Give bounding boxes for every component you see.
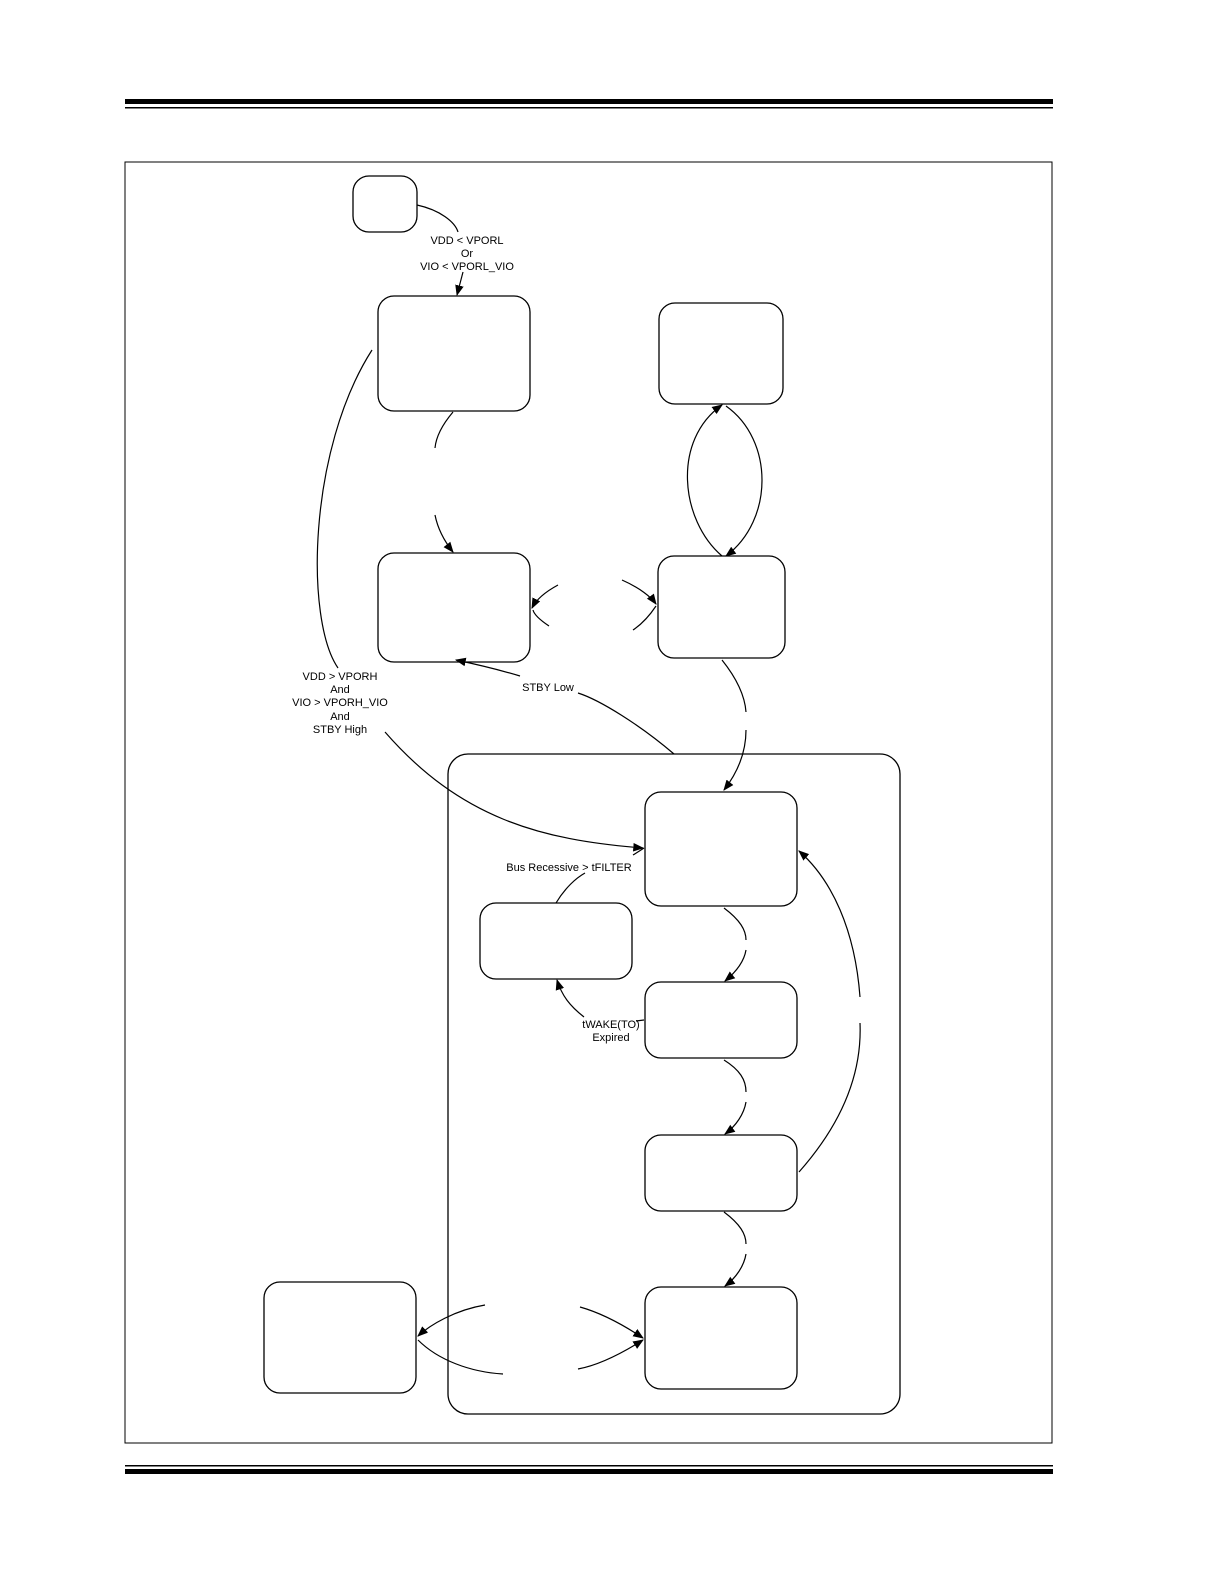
label-por-entry-1: VDD < VPORL (430, 235, 503, 247)
edge-box3-to-box4-tail (632, 605, 657, 631)
edge-into-box9-top (579, 1306, 644, 1339)
edge-start-to-box1-a (416, 204, 459, 233)
state-box-6 (479, 902, 633, 980)
start-state (352, 175, 418, 233)
state-box-8 (644, 1134, 798, 1212)
edge-stby-low-b (454, 657, 521, 677)
header-rule-thick (125, 99, 1053, 104)
edge-box8-to-box5-b (798, 850, 861, 998)
label-por-entry-2: Or (461, 248, 474, 260)
state-box-3 (377, 552, 531, 663)
edge-box4-to-box5-b (723, 729, 747, 791)
edge-to-box10 (417, 1304, 486, 1337)
edge-start-to-box1-b (455, 271, 464, 297)
edge-box7-to-box8-b (724, 1101, 747, 1135)
state-box-7 (644, 981, 798, 1059)
state-box-10 (263, 1281, 417, 1394)
edge-bus-recessive-a (555, 872, 586, 904)
header-rule-thin (125, 107, 1053, 109)
state-box-9 (644, 1286, 798, 1390)
label-power-up-1: VDD > VPORH (303, 671, 378, 683)
edge-stby-low-a (577, 692, 675, 755)
label-por-entry-3: VIO < VPORL_VIO (420, 261, 514, 273)
edge-twake-b (555, 978, 585, 1018)
footer-rule-thin (125, 1465, 1053, 1467)
label-power-up-5: STBY High (313, 724, 367, 736)
edge-box8-to-box5-a (798, 1022, 861, 1173)
label-bus-recessive: Bus Recessive > tFILTER (506, 862, 631, 874)
edge-box8-to-box9-a (723, 1211, 747, 1245)
edge-box4-to-box5-a (721, 659, 747, 713)
state-box-5 (644, 791, 798, 907)
edge-power-up-a (316, 349, 373, 669)
edge-box8-to-box9-b (724, 1253, 747, 1287)
edge-box3-to-box4 (621, 579, 657, 605)
state-box-4 (657, 555, 786, 659)
edge-box7-to-box8-a (723, 1059, 747, 1093)
edge-box4-to-box3 (531, 584, 559, 609)
label-twake-2: Expired (592, 1032, 629, 1044)
label-power-up-2: And (330, 684, 350, 696)
label-stby-low: STBY Low (522, 682, 574, 694)
footer-rule-thick (125, 1469, 1053, 1474)
edge-power-up-b (384, 731, 645, 852)
edge-box1-to-box3-b (434, 514, 454, 553)
edge-box5-to-box7-b (724, 949, 747, 982)
state-box-1 (377, 295, 531, 412)
label-power-up-3: VIO > VPORH_VIO (292, 697, 388, 709)
edge-box2-to-box4-right (725, 405, 763, 557)
edge-into-box9-bottom (577, 1339, 644, 1370)
edge-twake-a (635, 1019, 645, 1022)
edge-box1-to-box3-a (434, 411, 454, 449)
label-twake-1: tWAKE(TO) (582, 1019, 639, 1031)
edge-box5-to-box7-a (723, 907, 747, 941)
edge-bus-recessive-b (632, 847, 645, 856)
edge-box4-to-box2-left (686, 404, 723, 557)
figure-frame (124, 161, 1053, 1444)
edge-from-box10 (417, 1339, 504, 1375)
state-box-2 (658, 302, 784, 405)
label-power-up-4: And (330, 711, 350, 723)
edge-box4-to-box3-tail (532, 609, 550, 627)
